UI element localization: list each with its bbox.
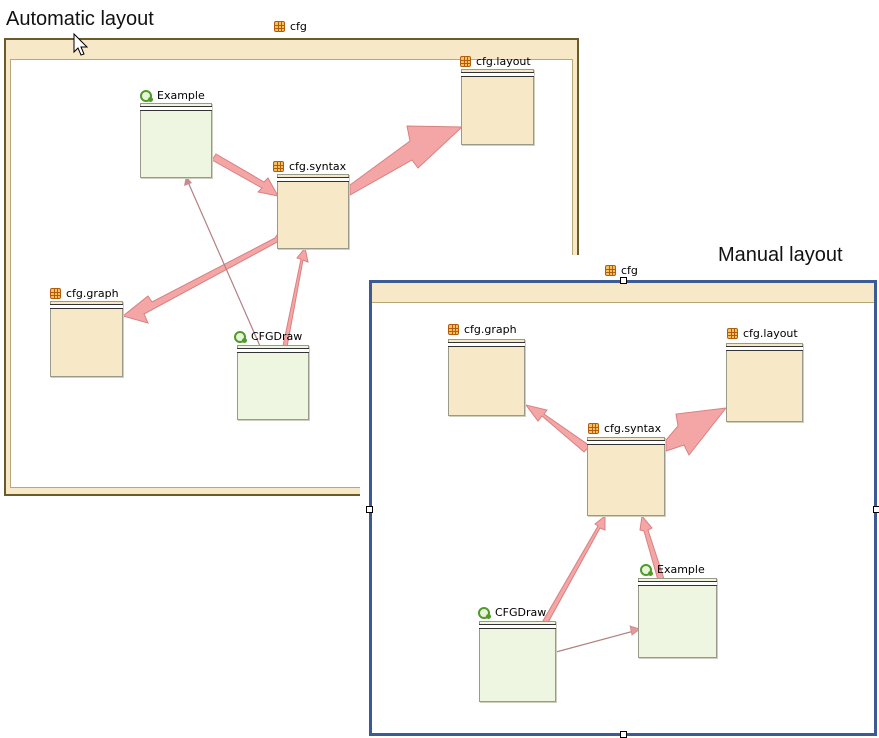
package-icon — [588, 423, 599, 434]
auto-node-graph-title: cfg.graph — [50, 287, 119, 300]
auto-node-graph[interactable] — [50, 301, 123, 377]
auto-node-layout-label: cfg.layout — [476, 55, 531, 68]
auto-container-title: cfg — [274, 20, 307, 33]
package-icon — [274, 21, 285, 32]
auto-node-syntax[interactable] — [277, 174, 349, 249]
manual-arrow-cfgdraw-example — [555, 630, 635, 653]
manual-node-example-title: Example — [640, 563, 705, 576]
auto-arrow-syntax-layout — [349, 125, 464, 196]
manual-arrow-syntax-layout — [665, 407, 728, 456]
package-icon — [605, 265, 616, 276]
class-icon — [234, 330, 247, 343]
auto-node-layout[interactable] — [461, 69, 534, 145]
auto-node-syntax-label: cfg.syntax — [289, 160, 347, 173]
manual-container-title: cfg — [605, 264, 638, 277]
package-icon — [50, 288, 61, 299]
class-icon — [140, 89, 153, 102]
manual-node-layout-label: cfg.layout — [743, 327, 798, 340]
manual-node-syntax-title: cfg.syntax — [588, 422, 661, 435]
package-icon — [460, 56, 471, 67]
selection-handle-top[interactable] — [620, 277, 627, 284]
auto-node-cfgdraw-label: CFGDraw — [251, 330, 303, 343]
manual-node-syntax[interactable] — [587, 437, 665, 516]
auto-node-graph-label: cfg.graph — [66, 287, 119, 300]
auto-node-example[interactable] — [140, 103, 212, 178]
selection-handle-left[interactable] — [366, 506, 373, 513]
manual-node-graph-label: cfg.graph — [464, 323, 517, 336]
auto-arrow-example-syntax — [211, 153, 279, 197]
auto-node-cfgdraw-title: CFGDraw — [234, 330, 302, 343]
manual-node-cfgdraw-label: CFGDraw — [495, 606, 547, 619]
auto-node-syntax-title: cfg.syntax — [273, 160, 346, 173]
manual-node-example-label: Example — [657, 563, 705, 576]
manual-container-label: cfg — [621, 264, 638, 277]
manual-node-graph-title: cfg.graph — [448, 323, 517, 336]
automatic-layout-caption: Automatic layout — [6, 8, 154, 30]
manual-node-layout[interactable] — [726, 343, 803, 422]
manual-node-cfgdraw[interactable] — [479, 621, 556, 702]
auto-arrow-cfgdraw-example — [187, 181, 261, 347]
auto-arrow-cfgdraw-syntax — [282, 246, 309, 348]
manual-layout-caption: Manual layout — [718, 244, 843, 266]
manual-node-graph[interactable] — [448, 339, 525, 416]
package-icon — [727, 328, 738, 339]
class-icon — [478, 606, 491, 619]
manual-arrow-syntax-graph — [524, 404, 591, 453]
manual-arrow-example-syntax — [639, 514, 665, 581]
manual-node-cfgdraw-title: CFGDraw — [478, 606, 546, 619]
manual-node-layout-title: cfg.layout — [727, 327, 798, 340]
auto-container-label: cfg — [290, 20, 307, 33]
auto-arrow-syntax-graph — [121, 230, 282, 324]
manual-arrow-cfgdraw-syntax — [539, 514, 606, 629]
auto-node-example-title: Example — [140, 89, 205, 102]
class-icon — [640, 563, 653, 576]
package-icon — [448, 324, 459, 335]
package-icon — [273, 161, 284, 172]
auto-node-example-label: Example — [157, 89, 205, 102]
auto-node-layout-title: cfg.layout — [460, 55, 531, 68]
manual-node-syntax-label: cfg.syntax — [604, 422, 662, 435]
selection-handle-right[interactable] — [873, 506, 879, 513]
manual-node-example[interactable] — [638, 578, 717, 658]
auto-node-cfgdraw[interactable] — [237, 345, 309, 420]
